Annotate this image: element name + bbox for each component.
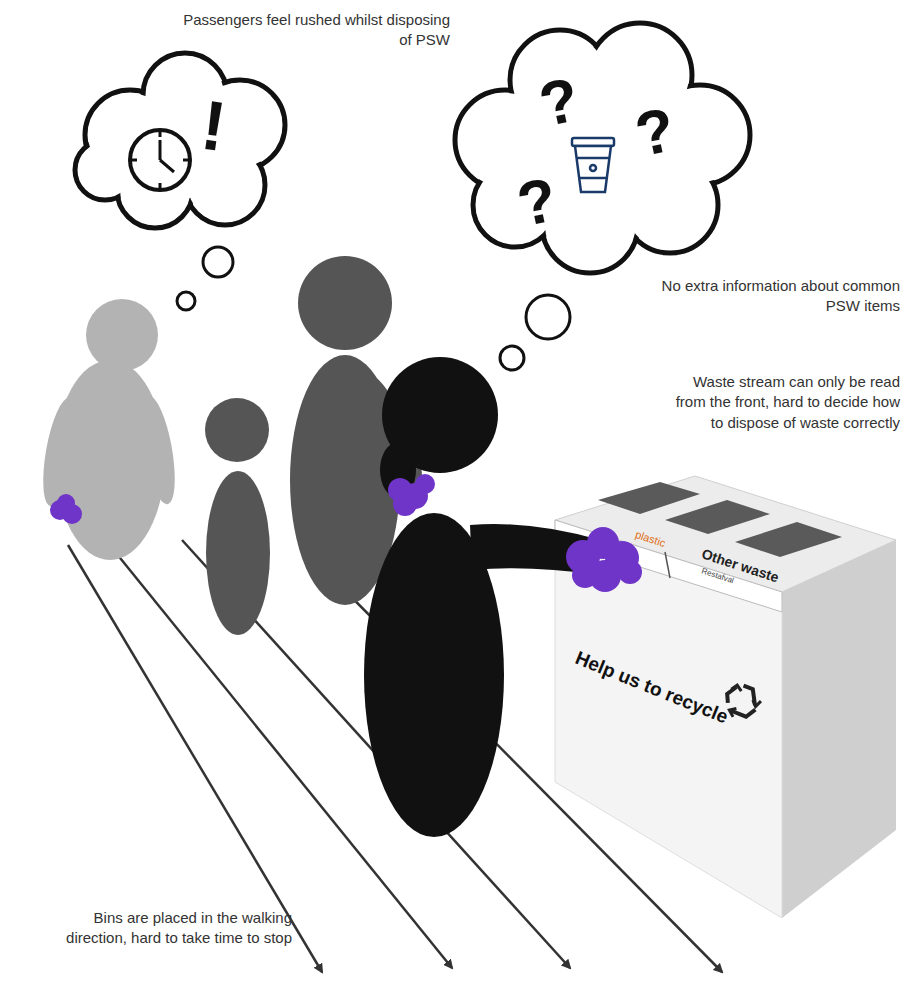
passengers bbox=[37, 256, 642, 837]
annotation-note: No extra information about common PSW it… bbox=[648, 276, 900, 317]
recycling-bin bbox=[555, 476, 896, 918]
thought-bubble bbox=[75, 53, 285, 310]
annotation-note: Waste stream can only be read from the f… bbox=[668, 372, 900, 433]
thought-bubble bbox=[455, 23, 750, 370]
annotation-note: Bins are placed in the walking direction… bbox=[40, 908, 292, 949]
annotation-note: Passengers feel rushed whilst disposing … bbox=[168, 10, 450, 51]
